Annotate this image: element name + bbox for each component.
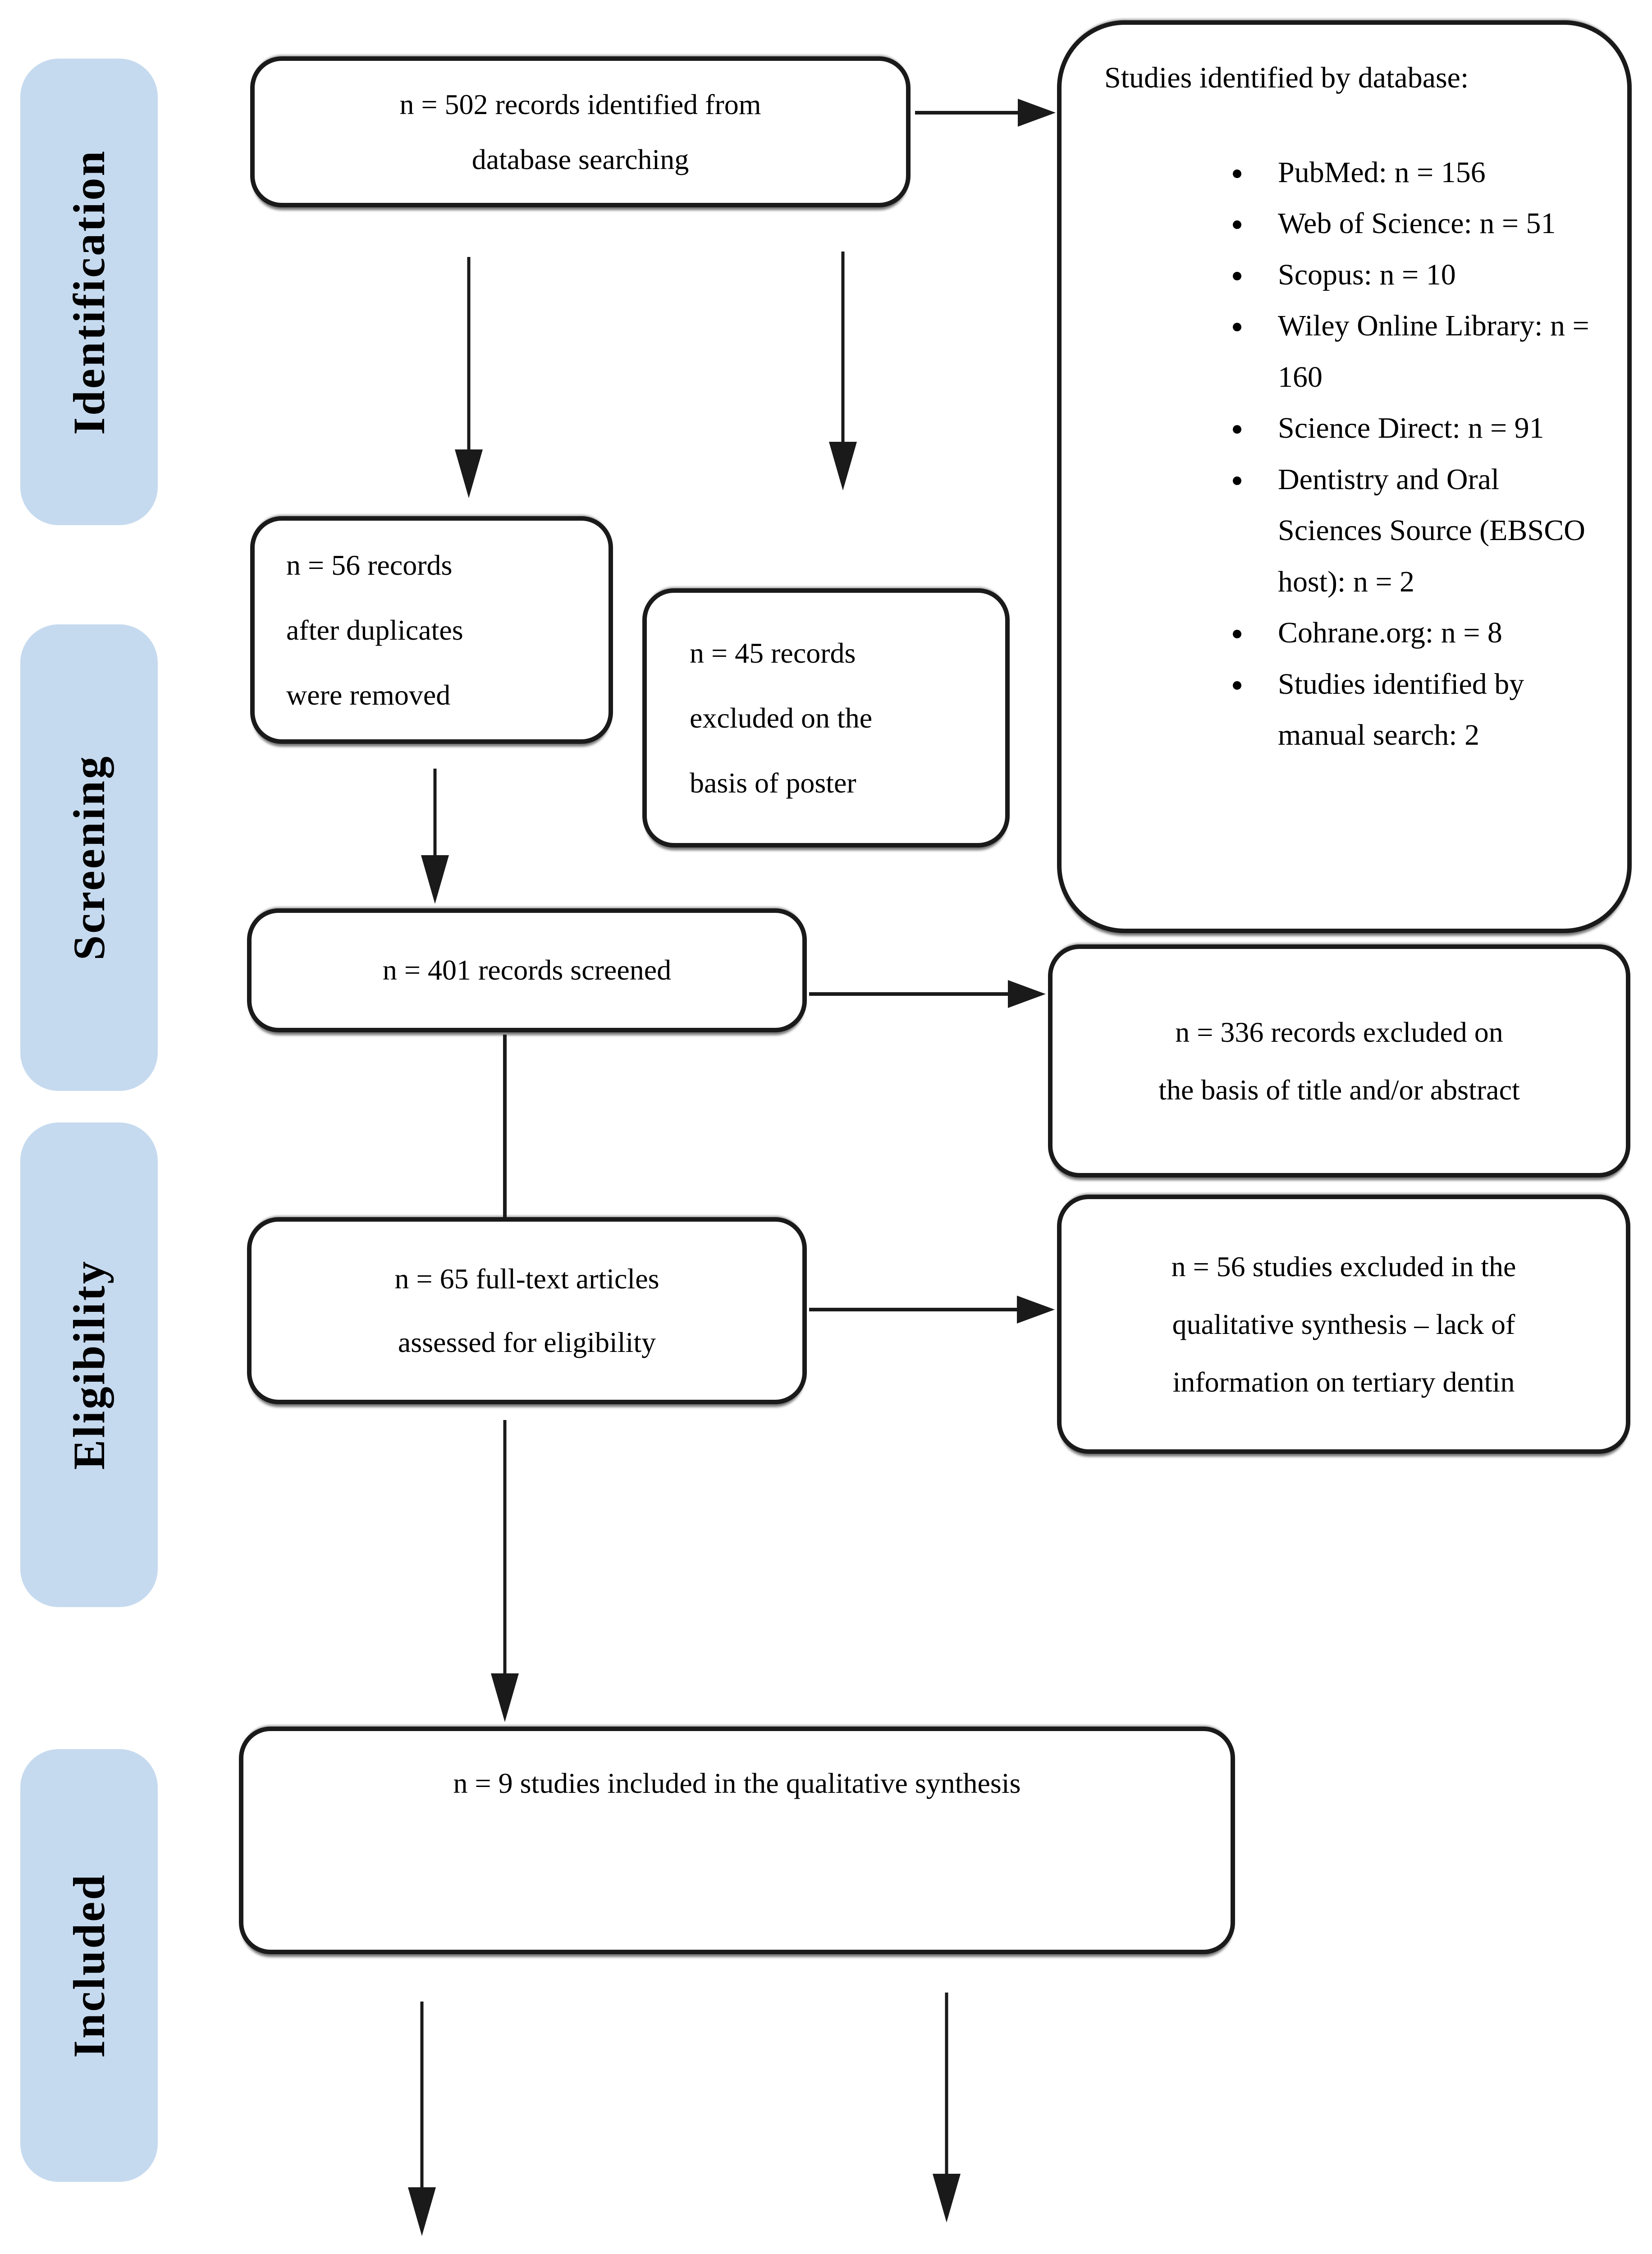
- list-item: Dentistry and Oral Sciences Source (EBSC…: [1253, 454, 1596, 608]
- box-databases: Studies identified by database: PubMed: …: [1057, 20, 1632, 933]
- arrow-fulltext-to-qualitative-excluded: [809, 1294, 1055, 1325]
- databases-title: Studies identified by database:: [1104, 61, 1469, 94]
- arrow-included-to-qualitative: [932, 1993, 961, 2222]
- list-item: Cohrane.org: n = 8: [1253, 607, 1596, 659]
- databases-list: PubMed: n = 156 Web of Science: n = 51 S…: [1104, 147, 1596, 761]
- arrow-duplicates-to-screened: [421, 769, 449, 904]
- box-qualitative-excluded: n = 56 studies excluded in the qualitati…: [1057, 1195, 1630, 1454]
- arrow-identified-to-duplicates: [454, 257, 483, 498]
- connector-screened-to-fulltext: [503, 1035, 507, 1217]
- stage-label-eligibility: Eligibility: [64, 1260, 114, 1470]
- stage-label-identification: Identification: [64, 149, 114, 435]
- stage-label-included: Included: [64, 1873, 114, 2058]
- box-poster-excluded: n = 45 records excluded on the basis of …: [642, 588, 1010, 848]
- arrow-identified-to-databases: [915, 97, 1056, 128]
- box-title-abstract-excluded: n = 336 records excluded on the basis of…: [1048, 944, 1630, 1177]
- stage-included: Included: [20, 1749, 158, 2182]
- arrow-screened-to-excluded: [809, 978, 1046, 1010]
- arrow-fulltext-to-included: [490, 1420, 519, 1722]
- arrow-included-to-quantitative: [407, 2002, 436, 2236]
- box-records-identified: n = 502 records identified from database…: [250, 56, 911, 207]
- list-item: Scopus: n = 10: [1253, 249, 1596, 301]
- box-qualitative-included: n = 9 studies included in the qualitativ…: [239, 1727, 1235, 1954]
- box-fulltext-assessed: n = 65 full-text articles assessed for e…: [247, 1217, 807, 1404]
- stage-eligibility: Eligibility: [20, 1122, 158, 1607]
- stage-label-screening: Screening: [64, 755, 114, 961]
- stage-identification: Identification: [20, 59, 158, 525]
- arrow-identified-to-poster: [828, 252, 857, 490]
- box-duplicates-removed: n = 56 records after duplicates were rem…: [250, 516, 613, 744]
- stage-screening: Screening: [20, 624, 158, 1091]
- list-item: Science Direct: n = 91: [1253, 403, 1596, 454]
- box-records-screened: n = 401 records screened: [247, 908, 807, 1032]
- list-item: PubMed: n = 156: [1253, 147, 1596, 198]
- list-item: Studies identified by manual search: 2: [1253, 659, 1596, 761]
- list-item: Web of Science: n = 51: [1253, 198, 1596, 249]
- list-item: Wiley Online Library: n = 160: [1253, 300, 1596, 403]
